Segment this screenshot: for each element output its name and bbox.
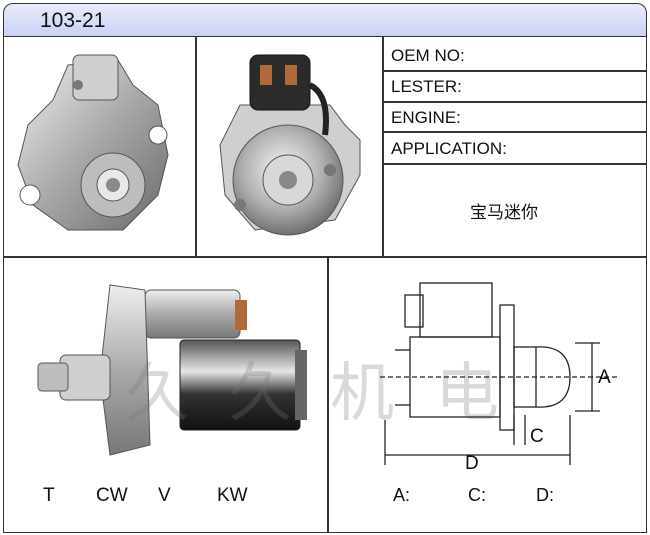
info-row-line-3 xyxy=(382,131,647,133)
dimension-d-label: D: xyxy=(536,485,554,505)
spec-power-label: KW xyxy=(217,485,248,506)
dimension-a-label: A: xyxy=(393,485,411,505)
dimension-diagram: A C D xyxy=(380,282,620,474)
watermark-char-3: 机 xyxy=(330,357,394,431)
info-row-line-1 xyxy=(382,70,647,72)
part-number-title: 103-21 xyxy=(40,9,106,32)
spec-voltage-label: V xyxy=(158,485,171,506)
application-label: APPLICATION: xyxy=(391,139,507,158)
lester-label: LESTER: xyxy=(391,77,462,96)
engine-label: ENGINE: xyxy=(391,108,461,127)
header-bar: 103-21 xyxy=(3,3,647,37)
info-row-line-2 xyxy=(382,101,647,103)
starter-rear-photo xyxy=(219,54,361,236)
info-row-line-4 xyxy=(382,163,647,165)
dimension-c-label: C: xyxy=(468,485,486,505)
application-note: 宝马迷你 xyxy=(470,203,538,223)
divider-photo-1 xyxy=(195,37,197,256)
diagram-label-c: C xyxy=(530,426,544,447)
spec-rotation-label: CW xyxy=(96,485,128,506)
starter-side-photo xyxy=(37,284,307,456)
starter-front-photo xyxy=(17,54,169,231)
divider-mid xyxy=(3,256,647,258)
watermark-char-4: 电 xyxy=(435,357,499,431)
diagram-label-a: A xyxy=(598,367,611,388)
divider-bottom xyxy=(327,256,329,533)
spec-teeth-label: T xyxy=(43,485,55,506)
watermark-char-2: 久 xyxy=(228,357,292,431)
watermark-char-1: 久 xyxy=(125,357,189,431)
oem-no-label: OEM NO: xyxy=(391,46,465,65)
diagram-label-d: D xyxy=(465,453,479,474)
divider-photo-2 xyxy=(382,37,384,256)
